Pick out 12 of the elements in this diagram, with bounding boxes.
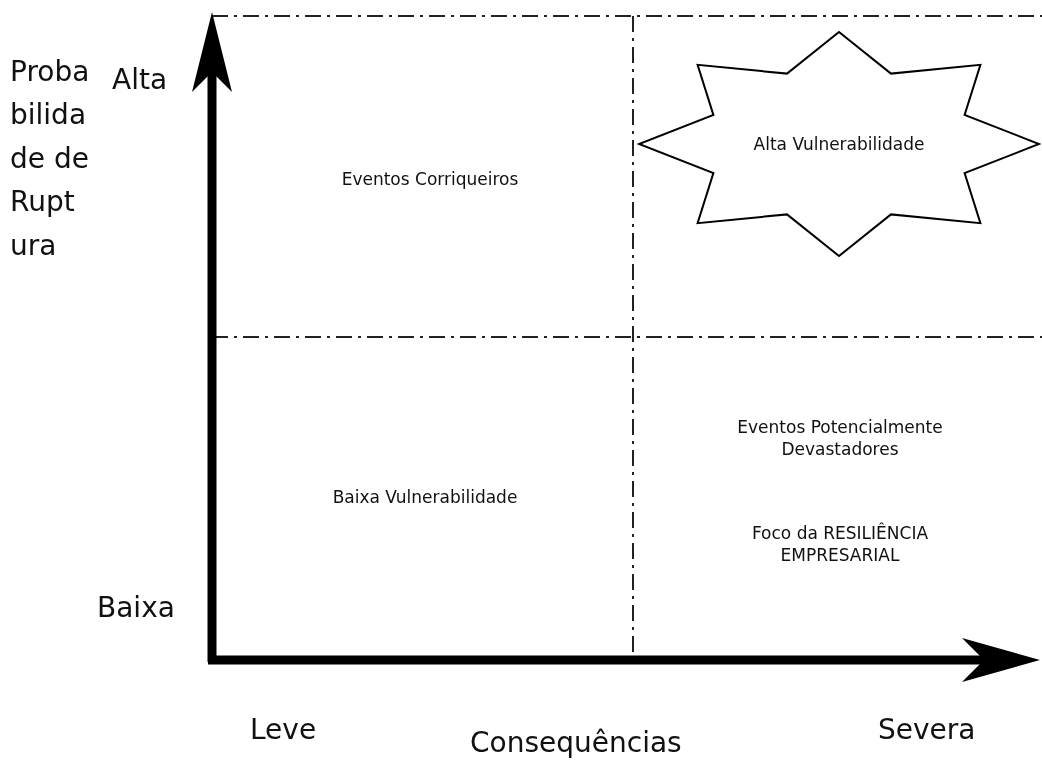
axis-label: Foco da RESILIÊNCIA EMPRESARIAL [750, 522, 930, 567]
axis-label: Baixa Vulnerabilidade [331, 486, 519, 509]
axis-label: Probabilidade de Ruptura [10, 54, 90, 264]
axis-label: Severa [878, 712, 977, 748]
axis-label: Leve [250, 712, 318, 748]
axis-label: Baixa [97, 590, 176, 626]
axis-label: Alta [112, 62, 169, 98]
axis-label: Eventos Corriqueiros [340, 168, 520, 191]
node-text: Alta Vulnerabilidade [753, 134, 925, 154]
star-shape [637, 30, 1041, 258]
axis-label: Eventos Potencialmente Devastadores [736, 416, 944, 461]
axis-label: Consequências [470, 725, 683, 761]
